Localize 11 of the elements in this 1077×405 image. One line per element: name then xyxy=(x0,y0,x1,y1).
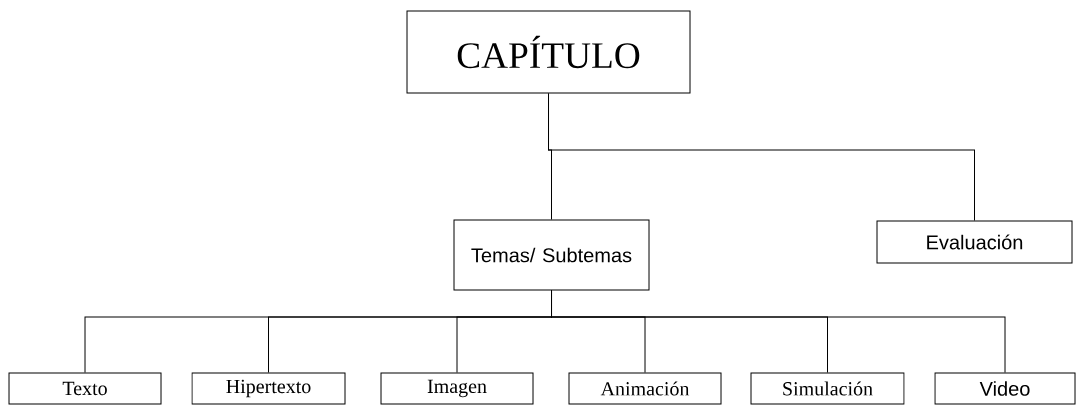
box: Hipertexto xyxy=(191,372,346,405)
box: Temas/ Subtemas xyxy=(453,219,650,291)
box: Animación xyxy=(568,372,722,405)
box: Video xyxy=(934,372,1076,405)
box: Texto xyxy=(8,372,162,405)
connector-line xyxy=(551,290,1006,373)
box: Evaluación xyxy=(876,220,1073,264)
box: CAPÍTULO xyxy=(406,10,691,94)
box: Simulación xyxy=(750,372,905,405)
connector-line xyxy=(548,93,975,221)
box: Imagen xyxy=(380,372,534,405)
